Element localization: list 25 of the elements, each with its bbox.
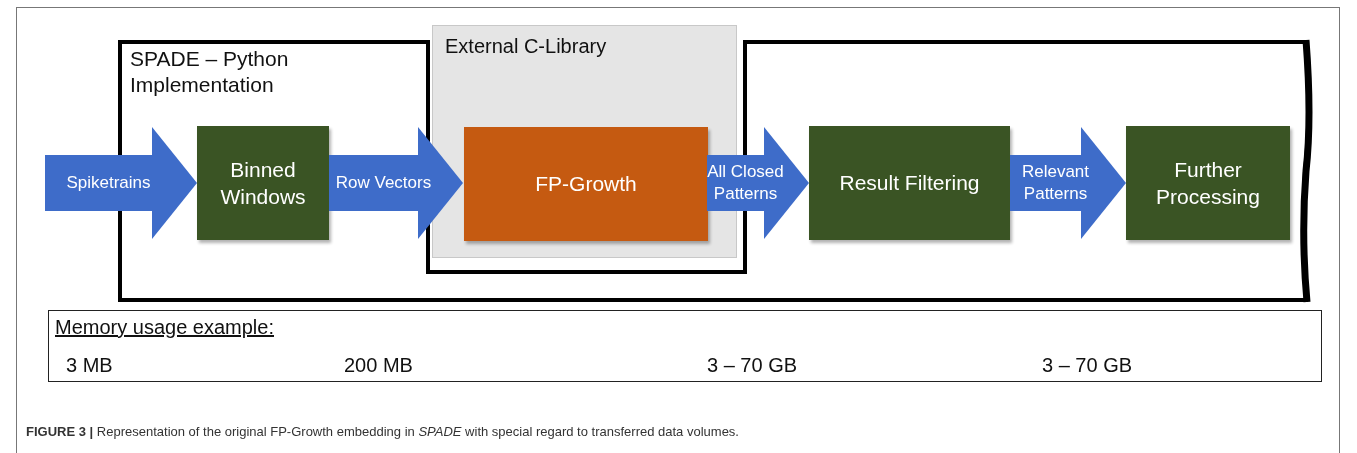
panel-title: External C-Library [445, 34, 607, 59]
figure-caption: FIGURE 3 | Representation of the original FP-Growth embedding in SPADE with special regard to transferred data volumes. [26, 424, 739, 439]
region-title: SPADE – Python Implementation [130, 46, 290, 99]
process-label: Further Processing [1155, 156, 1261, 210]
process-box [809, 126, 1010, 240]
memory-panel [48, 310, 1322, 382]
memory-value: 3 – 70 GB [1042, 353, 1133, 378]
memory-heading: Memory usage example: [55, 315, 274, 340]
block-arrow [707, 127, 809, 239]
process-label: Binned Windows [219, 156, 307, 210]
process-box [1126, 126, 1290, 240]
process-box [464, 127, 708, 241]
memory-value: 3 MB [66, 353, 113, 378]
edge-label: Spiketrains [66, 171, 151, 194]
block-arrow [1010, 127, 1126, 239]
edge-label: All Closed Patterns [707, 160, 784, 205]
memory-value: 3 – 70 GB [707, 353, 798, 378]
edge-label: Relevant Patterns [1020, 160, 1091, 205]
memory-value: 200 MB [344, 353, 413, 378]
process-box [197, 126, 329, 240]
process-label: FP-Growth [534, 171, 638, 198]
edge-label: Row Vectors [335, 171, 432, 194]
process-label: Result Filtering [838, 170, 981, 197]
block-arrow [329, 127, 463, 239]
block-arrow [45, 127, 197, 239]
